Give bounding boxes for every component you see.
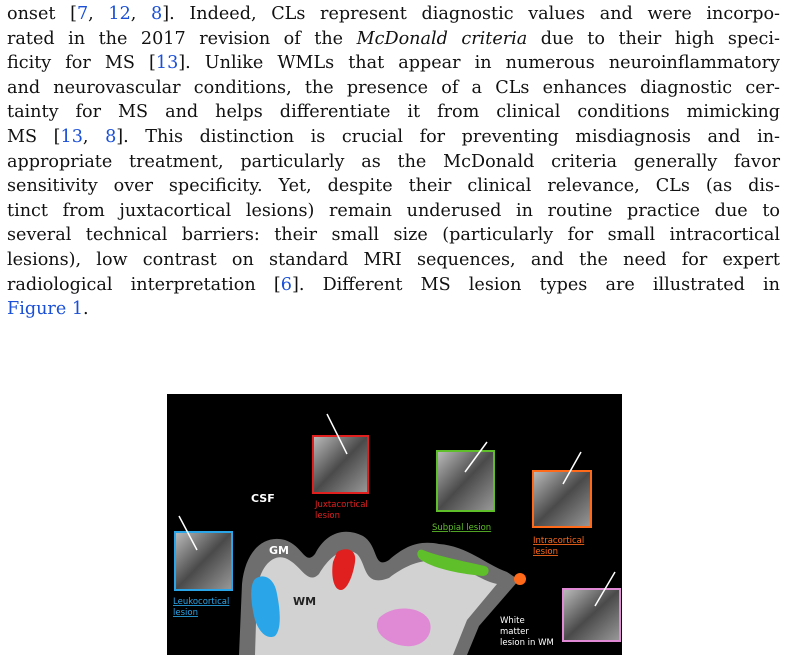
text-run: ]. Unlike WMLs that appear in numerous n… [178, 53, 780, 74]
text-run: radiological interpretation [ [7, 274, 281, 295]
paragraph-line: appropriate treatment, particularly as t… [7, 150, 780, 175]
label-leukocortical-2: lesion [173, 608, 198, 618]
paragraph-line: and neurovascular conditions, the presen… [7, 76, 780, 101]
text-run: MS [ [7, 126, 61, 147]
leukocortical-lesion [251, 576, 280, 638]
text-run: , [130, 4, 152, 24]
citation-link[interactable]: 8 [151, 4, 163, 24]
paragraph-line: ficity for MS [13]. Unlike WMLs that app… [7, 51, 780, 76]
citation-link[interactable]: Figure 1 [7, 299, 84, 320]
text-run: ]. This distinction is crucial for preve… [116, 126, 781, 147]
paragraph-line: lesions), low contrast on standard MRI s… [7, 248, 780, 273]
label-csf: CSF [251, 492, 275, 505]
text-run: lesions), low contrast on standard MRI s… [7, 249, 780, 270]
citation-link[interactable]: 12 [108, 4, 131, 24]
paragraph-line: Figure 1. [7, 297, 780, 322]
paragraph-line: tainty for MS and helps differentiate it… [7, 100, 780, 125]
text-run: , [82, 126, 106, 147]
text-run: ]. Indeed, CLs represent diagnostic valu… [162, 4, 780, 24]
text-run: several technical barriers: their small … [7, 225, 780, 246]
text-run: tinct from juxtacortical lesions) remain… [7, 200, 780, 221]
citation-link[interactable]: 13 [155, 53, 179, 74]
label-subpial: Subpial lesion [432, 523, 491, 533]
label-juxtacortical-1: Juxtacortical [314, 500, 368, 510]
juxtacortical-lesion [332, 549, 356, 590]
paragraph-line: tinct from juxtacortical lesions) remain… [7, 199, 780, 224]
text-run: onset [ [7, 4, 77, 24]
body-paragraph: onset [7, 12, 8]. Indeed, CLs represent … [7, 2, 780, 322]
leukocortical-thumbnail [174, 515, 233, 591]
figure-1: CSF GM WM Juxtacortical lesion Subpial l… [167, 394, 622, 655]
subpial-thumbnail [436, 441, 495, 512]
text-run: , [88, 4, 109, 24]
emphasis-text: McDonald criteria [356, 28, 528, 49]
paragraph-line: sensitivity over specificity. Yet, despi… [7, 174, 780, 199]
label-wm: WM [293, 595, 316, 608]
text-run: sensitivity over specificity. Yet, despi… [7, 176, 780, 197]
juxtacortical-thumbnail [312, 413, 369, 494]
text-run: and neurovascular conditions, the presen… [7, 77, 780, 98]
paragraph-line: several technical barriers: their small … [7, 223, 780, 248]
text-run: tainty for MS and helps differentiate it… [7, 102, 780, 123]
label-leukocortical-1: Leukocortical [173, 597, 229, 607]
paragraph-line: rated in the 2017 revision of the McDona… [7, 27, 780, 52]
wm-lesion [376, 608, 431, 647]
text-run: ficity for MS [ [7, 53, 156, 74]
label-intracortical-1: Intracortical [533, 536, 584, 546]
subpial-lesion [417, 549, 489, 576]
text-run: appropriate treatment, particularly as t… [7, 151, 780, 172]
text-run: ]. Different MS lesion types are illustr… [291, 274, 780, 295]
white-matter-region [255, 550, 497, 655]
intracortical-thumbnail [532, 451, 592, 528]
paragraph-line: radiological interpretation [6]. Differe… [7, 273, 780, 298]
paragraph-line: MS [13, 8]. This distinction is crucial … [7, 125, 780, 150]
label-wm-lesion-3: lesion in WM [500, 638, 554, 648]
intracortical-lesion [514, 573, 526, 585]
label-wm-lesion-2: matter [500, 627, 529, 637]
label-juxtacortical-2: lesion [315, 511, 340, 521]
citation-link[interactable]: 7 [76, 4, 89, 24]
wm-lesion-thumbnail [562, 571, 621, 642]
citation-link[interactable]: 8 [105, 126, 117, 147]
citation-link[interactable]: 6 [280, 274, 292, 295]
label-intracortical-2: lesion [533, 547, 558, 557]
lesion-diagram: CSF GM WM Juxtacortical lesion Subpial l… [173, 413, 621, 655]
text-run: rated in the 2017 revision of the [7, 28, 357, 49]
text-run: due to their high speci- [527, 28, 780, 49]
text-run: . [83, 299, 89, 320]
label-wm-lesion-1: White [500, 616, 525, 626]
citation-link[interactable]: 13 [60, 126, 83, 147]
label-gm: GM [269, 544, 289, 557]
paragraph-line: onset [7, 12, 8]. Indeed, CLs represent … [7, 2, 780, 27]
